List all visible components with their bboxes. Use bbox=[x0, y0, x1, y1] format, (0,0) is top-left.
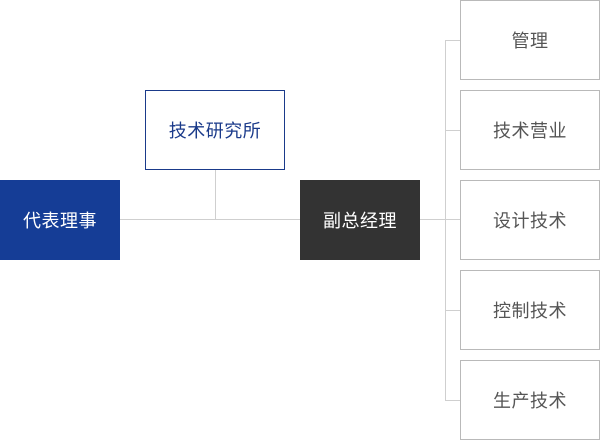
department-box-design-engineering: 设计技术 bbox=[460, 180, 600, 260]
vice-president-box: 副总经理 bbox=[300, 180, 420, 260]
connector-dept-1 bbox=[445, 40, 460, 41]
connector-lab-to-main bbox=[215, 170, 216, 220]
connector-dept-4 bbox=[445, 310, 460, 311]
department-box-technical-sales: 技术营业 bbox=[460, 90, 600, 170]
connector-ceo-to-vp bbox=[120, 219, 300, 220]
department-box-production-engineering: 生产技术 bbox=[460, 360, 600, 440]
connector-dept-3 bbox=[445, 219, 460, 220]
connector-dept-5 bbox=[445, 400, 460, 401]
connector-department-trunk bbox=[445, 40, 446, 400]
research-lab-box: 技术研究所 bbox=[145, 90, 285, 170]
ceo-box: 代表理事 bbox=[0, 180, 120, 260]
department-box-control-engineering: 控制技术 bbox=[460, 270, 600, 350]
connector-vp-to-trunk bbox=[420, 219, 446, 220]
connector-dept-2 bbox=[445, 130, 460, 131]
department-box-management: 管理 bbox=[460, 0, 600, 80]
